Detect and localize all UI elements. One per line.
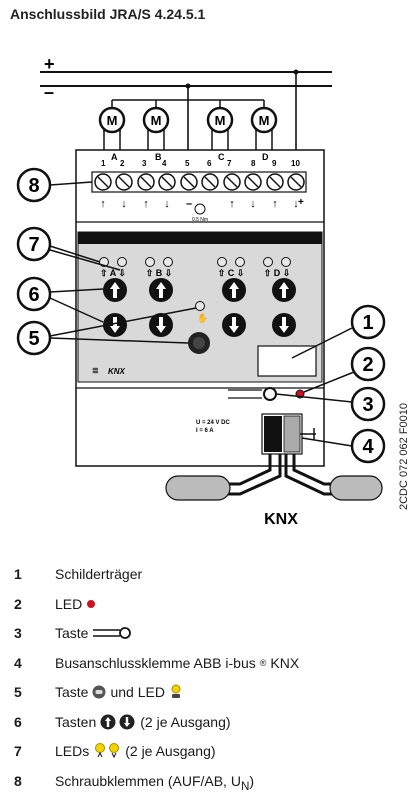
svg-text:3: 3	[142, 159, 147, 168]
svg-text:10: 10	[291, 159, 300, 168]
supply-rails: + –	[40, 54, 332, 162]
svg-text:↑: ↑	[272, 198, 278, 210]
device-brand: KNX	[108, 367, 126, 376]
red-dot-icon	[86, 599, 96, 609]
svg-text:8: 8	[251, 159, 256, 168]
svg-text:↓: ↓	[164, 198, 170, 210]
svg-text:1: 1	[101, 159, 106, 168]
legend-item: 7 LEDs (2 je Ausgang)	[10, 737, 410, 767]
channel-a-mark: ⇧ A ⇩	[100, 268, 126, 278]
minus-mark: –	[186, 198, 192, 210]
channel-b-mark: ⇧ B ⇩	[146, 268, 173, 278]
svg-text:↓: ↓	[250, 198, 256, 210]
channel-c-mark: ⇧ C ⇩	[218, 268, 245, 278]
svg-text:↑: ↑	[143, 198, 149, 210]
motor-label: M	[259, 113, 270, 128]
hand-button-icon	[92, 685, 106, 699]
yellow-led-hand-icon	[169, 684, 183, 700]
svg-text:7: 7	[28, 234, 39, 256]
svg-text:5: 5	[28, 328, 39, 350]
wiring-diagram: + – M M M M	[0, 0, 416, 560]
svg-text:4: 4	[162, 159, 167, 168]
svg-text:D: D	[262, 152, 269, 162]
arrow-buttons-icon	[100, 714, 136, 730]
torque-icon	[195, 204, 205, 214]
legend: 1 Schilderträger 2 LED 3 Taste 4 Busansc…	[10, 560, 410, 796]
rail-minus-label: –	[44, 82, 54, 102]
svg-text:2: 2	[120, 159, 125, 168]
document-code: 2CDC 072 062 F0010	[398, 403, 410, 510]
svg-text:1: 1	[362, 312, 373, 334]
rating-line-2: I = 6 A	[196, 428, 214, 434]
rating-line-1: U = 24 V DC	[196, 420, 231, 426]
motor-label: M	[151, 113, 162, 128]
bus-terminal: U = 24 V DC I = 6 A KNX	[166, 414, 382, 528]
svg-text:+: +	[298, 197, 304, 208]
svg-text:5: 5	[185, 159, 190, 168]
yellow-leds-icon	[93, 743, 121, 759]
legend-item: 5 Taste und LED	[10, 678, 410, 708]
legend-item: 1 Schilderträger	[10, 560, 410, 590]
svg-text:A: A	[111, 152, 118, 162]
svg-text:8: 8	[28, 175, 39, 197]
svg-text:6: 6	[207, 159, 212, 168]
svg-text:C: C	[218, 152, 225, 162]
svg-text:↑: ↑	[229, 198, 235, 210]
legend-item: 2 LED	[10, 590, 410, 620]
motor-label: M	[107, 113, 118, 128]
knx-bus-label: KNX	[264, 511, 298, 528]
svg-text:3: 3	[362, 394, 373, 416]
svg-text:≣: ≣	[92, 365, 99, 375]
legend-item: 3 Taste	[10, 619, 410, 649]
svg-text:9: 9	[272, 159, 277, 168]
svg-text:2: 2	[362, 354, 373, 376]
legend-item: 6 Tasten (2 je Ausgang)	[10, 708, 410, 738]
torque-label: 0.5 Nm	[192, 217, 208, 223]
svg-text:4: 4	[362, 436, 374, 458]
channel-d-mark: ⇧ D ⇩	[264, 268, 291, 278]
svg-text:6: 6	[28, 284, 39, 306]
svg-text:B: B	[155, 152, 162, 162]
svg-text:7: 7	[227, 159, 232, 168]
legend-item: 4 Busanschlussklemme ABB i-bus® KNX	[10, 649, 410, 679]
svg-text:↑: ↑	[100, 198, 106, 210]
manual-led	[196, 302, 205, 311]
rail-plus-label: +	[44, 54, 55, 74]
key-button-icon	[92, 627, 132, 639]
svg-text:↓: ↓	[121, 198, 127, 210]
svg-text:✋: ✋	[197, 312, 208, 323]
motor-label: M	[215, 113, 226, 128]
